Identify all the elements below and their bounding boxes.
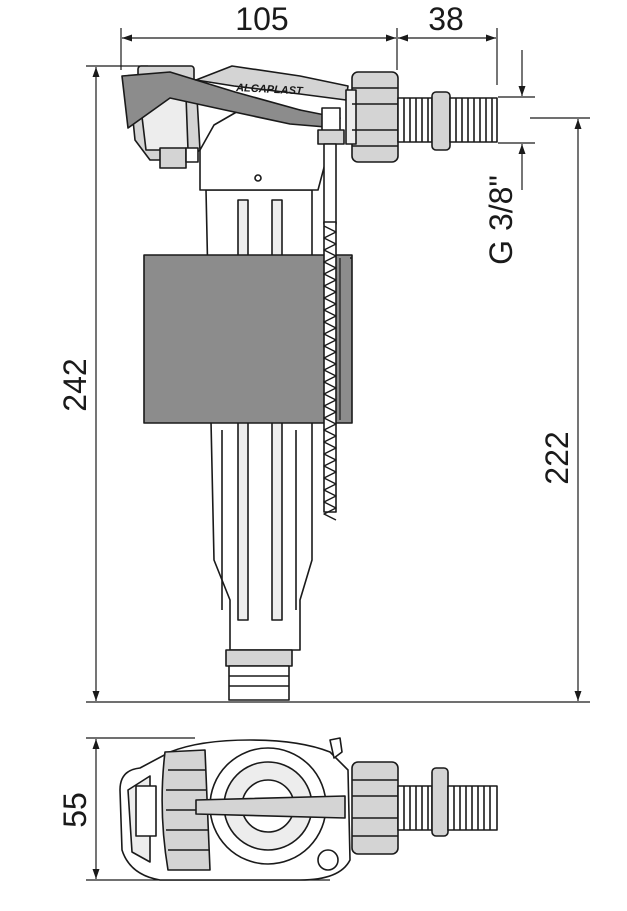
dim-label-105: 105 (235, 1, 288, 37)
dim-label-thread: G 3/8" (483, 175, 519, 265)
dim-label-242: 242 (57, 358, 93, 411)
brand-logo: ALCAPLAST (235, 82, 304, 98)
dim-label-38: 38 (428, 1, 464, 37)
adjustment-rod (317, 107, 345, 521)
rod-thread (323, 225, 337, 521)
valve-head (129, 65, 327, 191)
side-inlet (345, 71, 498, 163)
plan-view (119, 737, 498, 881)
float-box (143, 254, 353, 424)
side-view: ALCAPLAST (121, 65, 498, 701)
dim-label-55: 55 (57, 792, 93, 828)
dim-label-222: 222 (539, 431, 575, 484)
